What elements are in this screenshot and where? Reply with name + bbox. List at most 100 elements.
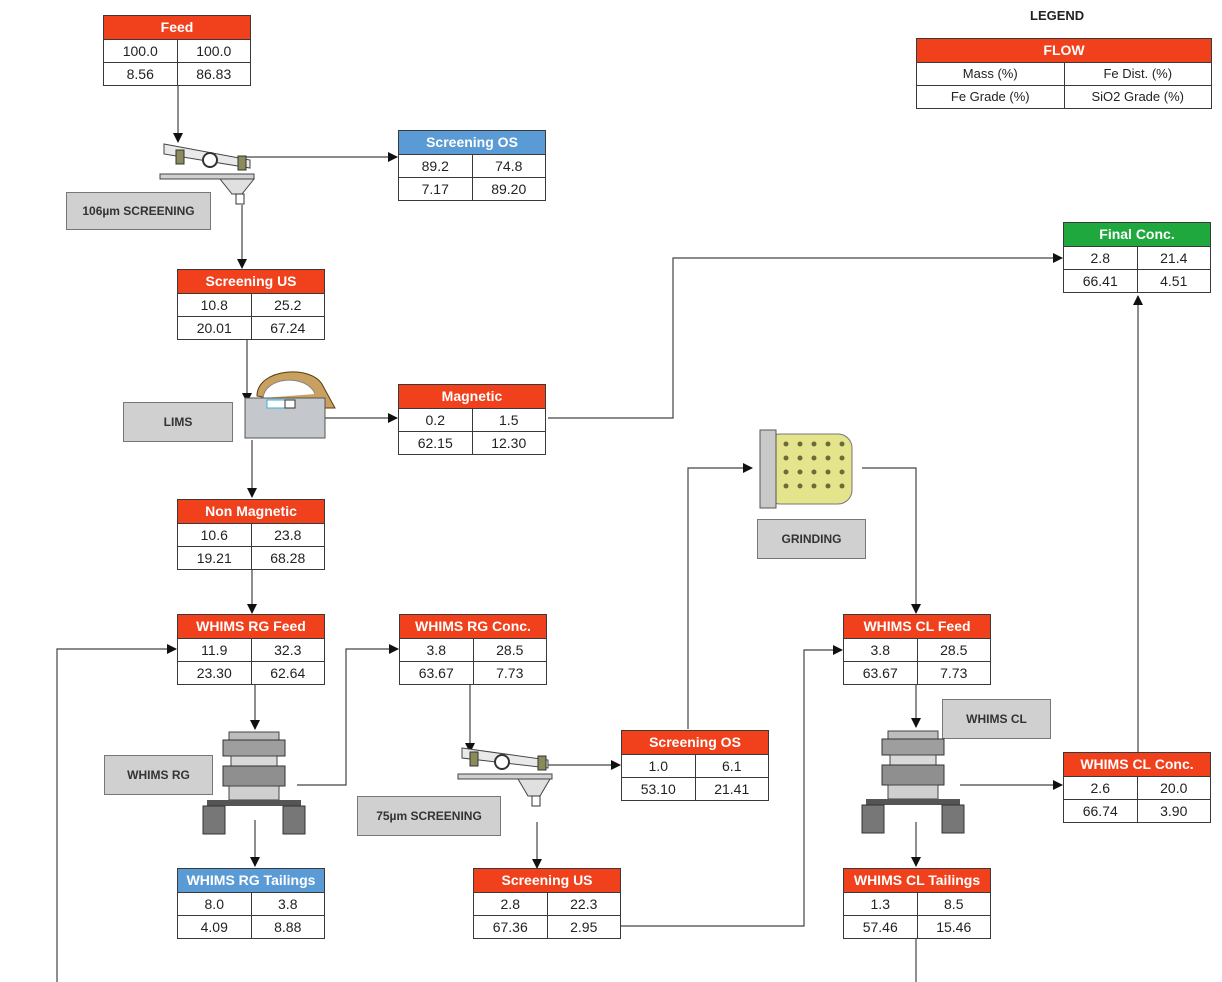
- mass-value: 2.8: [1064, 247, 1137, 269]
- fe-grade-value: 8.56: [104, 63, 177, 85]
- mass-value: 3.8: [400, 639, 473, 661]
- label-grinding: GRINDING: [757, 519, 866, 559]
- stream-name: Screening OS: [622, 731, 768, 755]
- mass-value: 10.6: [178, 524, 251, 546]
- sio2-value: 12.30: [472, 432, 546, 454]
- mass-value: 100.0: [104, 40, 177, 62]
- legend-fe-grade: Fe Grade (%): [917, 86, 1064, 108]
- line-recycle-to-rgfeed: [57, 649, 176, 982]
- fe-dist-value: 23.8: [251, 524, 325, 546]
- sio2-value: 8.88: [251, 916, 325, 938]
- screen-106-icon: [158, 138, 258, 208]
- fe-dist-value: 6.1: [695, 755, 769, 777]
- fe-dist-value: 25.2: [251, 294, 325, 316]
- mass-value: 8.0: [178, 893, 251, 915]
- stream-name: WHIMS CL Conc.: [1064, 753, 1210, 777]
- line-grinding-to-clfeed: [862, 468, 916, 613]
- stream-name: Final Conc.: [1064, 223, 1210, 247]
- fe-dist-value: 1.5: [472, 409, 546, 431]
- fe-dist-value: 100.0: [177, 40, 251, 62]
- fe-grade-value: 63.67: [844, 662, 917, 684]
- mass-value: 10.8: [178, 294, 251, 316]
- legend-sio2-grade: SiO2 Grade (%): [1064, 86, 1212, 108]
- fe-grade-value: 23.30: [178, 662, 251, 684]
- stream-name: Screening OS: [399, 131, 545, 155]
- mass-value: 1.0: [622, 755, 695, 777]
- fe-dist-value: 20.0: [1137, 777, 1211, 799]
- sio2-value: 86.83: [177, 63, 251, 85]
- fe-grade-value: 4.09: [178, 916, 251, 938]
- mass-value: 2.6: [1064, 777, 1137, 799]
- stream-name: WHIMS RG Tailings: [178, 869, 324, 893]
- sio2-value: 67.24: [251, 317, 325, 339]
- fe-grade-value: 57.46: [844, 916, 917, 938]
- stream-name: WHIMS CL Tailings: [844, 869, 990, 893]
- fe-grade-value: 7.17: [399, 178, 472, 200]
- legend-box: FLOW Mass (%) Fe Dist. (%) Fe Grade (%) …: [916, 38, 1212, 109]
- sio2-value: 4.51: [1137, 270, 1211, 292]
- fe-dist-value: 74.8: [472, 155, 546, 177]
- screen-75-icon: [456, 742, 556, 816]
- whims-cl-separator-icon: [860, 727, 966, 837]
- sio2-value: 68.28: [251, 547, 325, 569]
- mass-value: 89.2: [399, 155, 472, 177]
- legend-fe-dist: Fe Dist. (%): [1064, 63, 1212, 85]
- fe-dist-value: 22.3: [547, 893, 621, 915]
- legend-flow: FLOW: [917, 39, 1211, 63]
- stream-name: Feed: [104, 16, 250, 40]
- sio2-value: 62.64: [251, 662, 325, 684]
- stream-name: Magnetic: [399, 385, 545, 409]
- whims-rg-separator-icon: [201, 728, 307, 838]
- fe-dist-value: 32.3: [251, 639, 325, 661]
- fe-grade-value: 66.41: [1064, 270, 1137, 292]
- fe-grade-value: 62.15: [399, 432, 472, 454]
- mass-value: 1.3: [844, 893, 917, 915]
- fe-grade-value: 19.21: [178, 547, 251, 569]
- stream-whims-rg-conc: WHIMS RG Conc. 3.828.5 63.677.73: [399, 614, 547, 685]
- sio2-value: 21.41: [695, 778, 769, 800]
- legend-title: LEGEND: [1030, 8, 1084, 23]
- label-whims-rg: WHIMS RG: [104, 755, 213, 795]
- sio2-value: 89.20: [472, 178, 546, 200]
- line-magnetic-to-final: [548, 258, 1062, 418]
- legend-mass: Mass (%): [917, 63, 1064, 85]
- fe-grade-value: 67.36: [474, 916, 547, 938]
- sio2-value: 7.73: [917, 662, 991, 684]
- fe-dist-value: 3.8: [251, 893, 325, 915]
- mass-value: 2.8: [474, 893, 547, 915]
- fe-grade-value: 66.74: [1064, 800, 1137, 822]
- stream-name: Screening US: [178, 270, 324, 294]
- stream-name: WHIMS RG Feed: [178, 615, 324, 639]
- stream-name: WHIMS CL Feed: [844, 615, 990, 639]
- fe-grade-value: 20.01: [178, 317, 251, 339]
- stream-name: Screening US: [474, 869, 620, 893]
- sio2-value: 2.95: [547, 916, 621, 938]
- mass-value: 11.9: [178, 639, 251, 661]
- sio2-value: 3.90: [1137, 800, 1211, 822]
- mass-value: 0.2: [399, 409, 472, 431]
- fe-grade-value: 53.10: [622, 778, 695, 800]
- fe-dist-value: 8.5: [917, 893, 991, 915]
- fe-dist-value: 28.5: [917, 639, 991, 661]
- sio2-value: 7.73: [473, 662, 547, 684]
- fe-grade-value: 63.67: [400, 662, 473, 684]
- stream-name: Non Magnetic: [178, 500, 324, 524]
- stream-name: WHIMS RG Conc.: [400, 615, 546, 639]
- label-lims: LIMS: [123, 402, 233, 442]
- fe-dist-value: 21.4: [1137, 247, 1211, 269]
- lims-magnet-icon: [243, 366, 339, 440]
- sio2-value: 15.46: [917, 916, 991, 938]
- line-os2-to-grinding: [688, 468, 752, 729]
